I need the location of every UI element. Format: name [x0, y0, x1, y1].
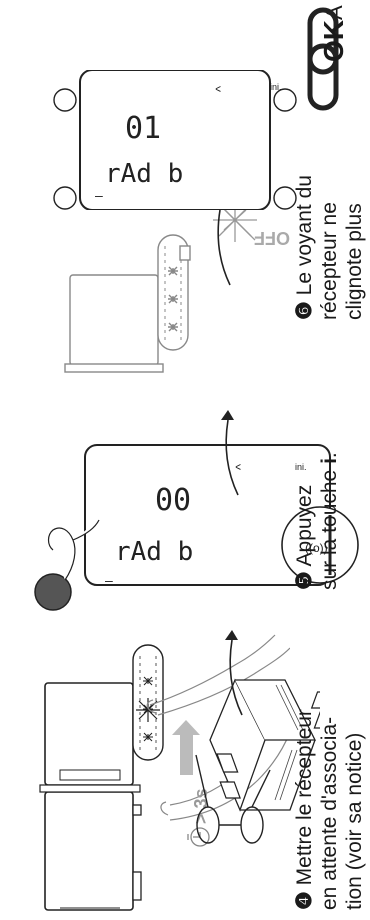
i-button-icon: [34, 573, 72, 611]
thermostat-display: ini. ^ 00 rAd b –: [84, 444, 331, 588]
step4-caption: ❹ Mettre le récepteur en attente d'assoc…: [292, 660, 367, 910]
step5-caption: ❺ Appuyez sur la touche i.: [292, 400, 342, 590]
step6-line-3: clignote plus: [343, 203, 366, 320]
notice-booklet-icon: [209, 678, 320, 812]
minus-indicator: –: [105, 572, 113, 588]
step4-illustration: > 3s: [39, 634, 290, 911]
step4-line-3: tion (voir sa notice): [343, 732, 366, 910]
display-label-final: rAd b: [105, 159, 183, 189]
timer-icon: [187, 827, 210, 847]
next-step-arrow-1: [225, 630, 243, 716]
hold-arrow-icon: [172, 720, 200, 775]
step5-number: ❺: [293, 571, 316, 590]
step5-line-2: sur la touche: [318, 463, 341, 590]
radio-zoom-icon: ((o)): [281, 506, 359, 584]
step4-line-1: Mettre le récepteur: [293, 709, 316, 886]
button-circle-icon: [53, 186, 77, 210]
step5-line-1: Appuyez: [293, 484, 316, 567]
ini-indicator: ini.: [295, 462, 307, 472]
step5-illustration: ini. ^ 00 rAd b – ((o)): [34, 444, 359, 611]
blinking-led-icon: [136, 698, 160, 722]
glasses-icon: [195, 754, 271, 844]
display-label: rAd b: [115, 537, 193, 567]
step6-line-2: récepteur ne: [318, 202, 341, 320]
button-circle-icon: [53, 88, 77, 112]
ini-indicator-final: ini.: [270, 82, 282, 92]
display-value: 00: [155, 483, 191, 518]
receiver-module-grey-icon: [64, 234, 191, 373]
step6-number: ❻: [293, 301, 316, 320]
manual-illustration: [195, 678, 320, 844]
minus-indicator-final: –: [95, 187, 103, 203]
next-step-arrow-3: [213, 200, 231, 286]
thermostat-display-final: ini. ^ 01 rAd b –: [79, 70, 282, 210]
step6-line-1: Le voyant du: [293, 175, 316, 296]
chevron-up-icon: ^: [233, 463, 248, 470]
receiver-base-icon: [44, 791, 142, 911]
step6-illustration: OFF: [64, 200, 290, 373]
chain-link-icon: [307, 7, 339, 111]
next-step-arrow-2: [221, 410, 239, 496]
svg-text:((o)): ((o)): [305, 541, 328, 555]
step4-line-2: en attente d'associa-: [318, 716, 341, 910]
ok-label: OK: [318, 20, 349, 62]
off-label: OFF: [254, 228, 290, 248]
button-circle-icon: [273, 186, 297, 210]
i-key-label: i: [318, 458, 341, 464]
step6-caption: ❻ Le voyant du récepteur ne clignote plu…: [292, 120, 367, 320]
chevron-up-icon-final: ^: [213, 85, 228, 92]
receiver-module-icon: [39, 682, 141, 793]
display-value-final: 01: [125, 111, 161, 146]
button-circle-icon: [273, 88, 297, 112]
finger-icon: [47, 519, 100, 581]
final-display-illustration: ini. ^ 01 rAd b –: [53, 70, 297, 210]
step4-number: ❹: [293, 891, 316, 910]
step5-period: .: [318, 452, 341, 459]
